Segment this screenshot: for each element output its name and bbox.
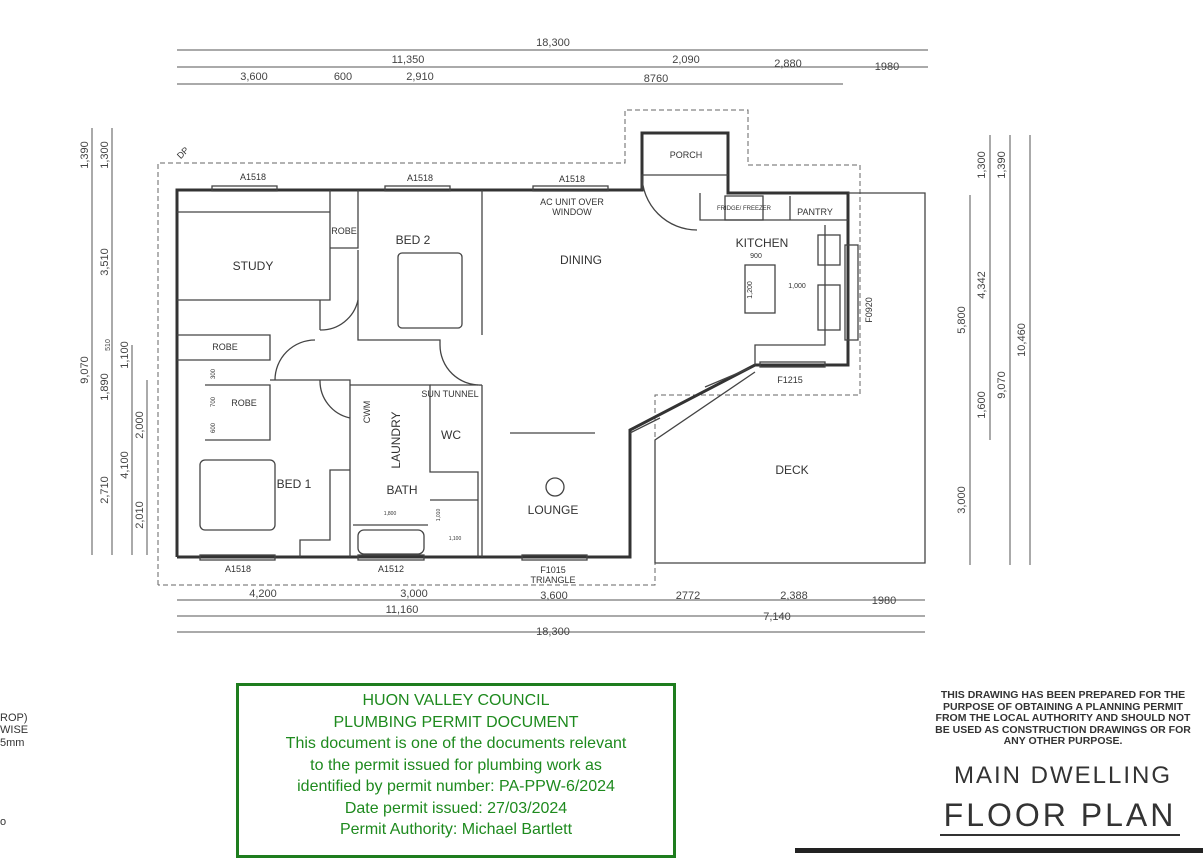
dim-label: 2,710 xyxy=(99,476,111,504)
room-deck: DECK xyxy=(775,463,808,477)
dim-label: 1,890 xyxy=(99,373,111,401)
dim-label: 2772 xyxy=(676,590,700,602)
dim-label: 1,200 xyxy=(747,281,754,299)
ac-label: WINDOW xyxy=(552,207,592,217)
room-bath: BATH xyxy=(386,483,417,497)
dim-label: 1,100 xyxy=(449,536,462,542)
dim-label: 2,090 xyxy=(672,54,700,66)
deck-outline xyxy=(654,192,926,564)
permit-authority: Permit Authority: Michael Bartlett xyxy=(339,821,573,838)
dimension-lines-top xyxy=(91,49,1031,633)
permit-text: to the permit issued for plumbing work a… xyxy=(310,756,602,774)
dim-label: 2,000 xyxy=(134,411,146,439)
edge-text: 5mm xyxy=(0,737,25,749)
dim-label: 3,600 xyxy=(240,71,268,83)
window-marks xyxy=(199,185,859,561)
dim-label: 18,300 xyxy=(536,626,570,638)
downpipe-label: DP xyxy=(175,145,191,161)
window-label: A1512 xyxy=(378,564,404,574)
room-bed1: BED 1 xyxy=(277,477,312,491)
dim-label: 1980 xyxy=(875,61,899,73)
room-wc: WC xyxy=(441,428,461,442)
dim-label: 300 xyxy=(211,368,217,379)
permit-council: HUON VALLEY COUNCIL xyxy=(362,692,550,709)
dim-label: 11,350 xyxy=(392,54,425,66)
dim-label: 1,390 xyxy=(996,151,1008,179)
dim-label: 1980 xyxy=(872,595,896,607)
dim-label: 1,000 xyxy=(788,283,806,290)
room-robe-mid: ROBE xyxy=(212,342,238,352)
disclaimer-note: THIS DRAWING HAS BEEN PREPARED FOR THE P… xyxy=(935,689,1191,747)
dim-label: 4,200 xyxy=(249,588,277,600)
edge-text: ROP) xyxy=(0,712,28,724)
window-label: F0920 xyxy=(864,297,874,323)
permit-title: PLUMBING PERMIT DOCUMENT xyxy=(333,713,579,731)
edge-text: WISE xyxy=(0,724,29,736)
dim-label: 3,510 xyxy=(99,248,111,276)
room-porch: PORCH xyxy=(670,150,703,160)
dim-label: 2,388 xyxy=(780,590,808,602)
dim-label: 18,300 xyxy=(536,37,570,49)
exterior-wall xyxy=(175,131,850,559)
window-label: A1518 xyxy=(407,173,433,183)
dim-label: 4,100 xyxy=(119,451,131,479)
window-label: F1215 xyxy=(777,375,803,385)
dim-label: 600 xyxy=(211,422,217,433)
drawing-subtitle: MAIN DWELLING xyxy=(953,762,1173,789)
room-kitchen: KITCHEN xyxy=(736,236,789,250)
dim-label: 2,880 xyxy=(774,58,802,70)
dim-label: 2,010 xyxy=(134,501,146,529)
dim-label: 3,600 xyxy=(540,590,568,602)
fridge-label: FRIDGE/ FREEZER xyxy=(717,206,772,212)
title-block-border xyxy=(795,848,1203,853)
dim-label: 1,390 xyxy=(79,141,91,169)
dim-label: 3,000 xyxy=(400,588,428,600)
ac-label: AC UNIT OVER xyxy=(540,197,604,207)
permit-number: identified by permit number: PA-PPW-6/20… xyxy=(297,778,615,795)
room-sun-tunnel: SUN TUNNEL xyxy=(421,389,478,399)
room-study: STUDY xyxy=(233,259,274,273)
dim-label: 1,300 xyxy=(99,141,111,169)
dim-label: 9,070 xyxy=(79,356,91,384)
drawing-title: FLOOR PLAN xyxy=(940,796,1180,836)
dim-label: 700 xyxy=(211,396,217,407)
room-pantry: PANTRY xyxy=(797,207,833,217)
permit-stamp: HUON VALLEY COUNCIL PLUMBING PERMIT DOCU… xyxy=(236,683,676,858)
dim-label: 1,010 xyxy=(436,509,442,522)
room-lounge: LOUNGE xyxy=(528,503,579,517)
room-bed2: BED 2 xyxy=(396,233,431,247)
edge-text: o xyxy=(0,816,7,828)
dim-label: 3,000 xyxy=(956,486,968,514)
dim-label: 2,910 xyxy=(406,71,434,83)
window-label: F1015 xyxy=(540,565,566,575)
room-robe-top: ROBE xyxy=(331,226,357,236)
window-label: A1518 xyxy=(240,172,266,182)
room-robe-bed1: ROBE xyxy=(231,398,257,408)
dim-label: 8760 xyxy=(644,73,668,85)
dim-label: 10,460 xyxy=(1016,323,1028,357)
window-label: A1518 xyxy=(225,564,251,574)
dim-label: 600 xyxy=(334,71,352,83)
dim-label: 7,140 xyxy=(763,611,791,623)
window-label: A1518 xyxy=(559,174,585,184)
dim-label: 900 xyxy=(750,253,762,260)
dim-label: 1,600 xyxy=(976,391,988,419)
interior-walls xyxy=(177,174,848,557)
dim-label: 1,300 xyxy=(976,151,988,179)
room-dining: DINING xyxy=(560,253,602,267)
dim-label: 4,342 xyxy=(976,271,988,299)
dim-label: 11,160 xyxy=(386,604,419,616)
dim-label: 1,800 xyxy=(384,511,397,517)
dim-label: 9,070 xyxy=(996,371,1008,399)
window-label: TRIANGLE xyxy=(530,575,575,585)
permit-date: Date permit issued: 27/03/2024 xyxy=(344,799,568,817)
permit-text: This document is one of the documents re… xyxy=(285,735,627,752)
dim-label: 510 xyxy=(105,339,112,351)
cwm-label: CWM xyxy=(362,401,372,424)
dim-label: 5,800 xyxy=(956,306,968,334)
dim-label: 1,100 xyxy=(119,341,131,369)
room-laundry: LAUNDRY xyxy=(389,411,403,468)
